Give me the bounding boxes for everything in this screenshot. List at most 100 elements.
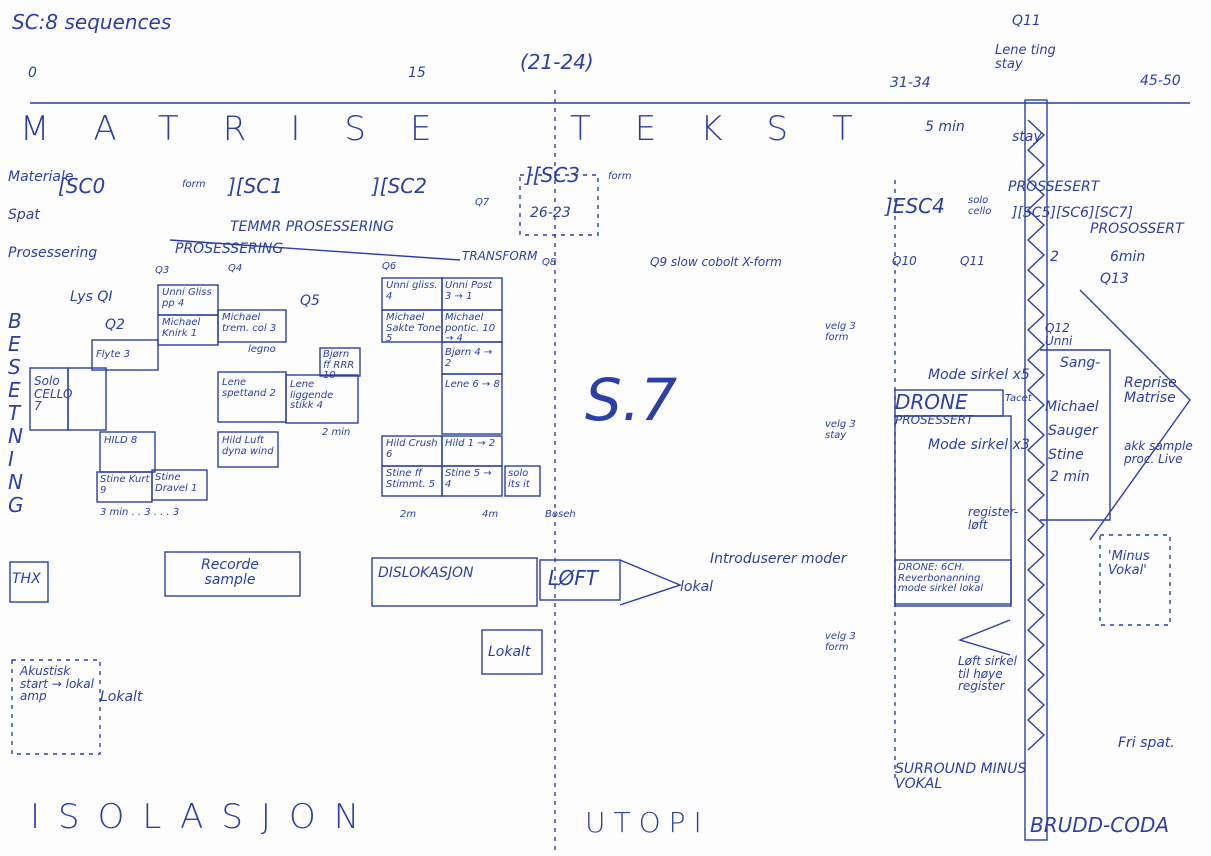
velg-note-2: velg 3 stay [825,419,856,441]
section-matrise: MATRISE [20,109,476,149]
block-stine-2: Stine 5 → 4 [445,468,492,490]
block-solo-itsit: solo its it [508,468,530,490]
block-michael-sakte: Michael Sakte Tone 5 [386,312,441,344]
scene-sc5-7: ][SC5][SC6][SC7] [1012,205,1133,221]
block-michael-knirk: Michael Knirk 1 [162,317,201,339]
scene-sc4-note: solo cello [968,195,992,217]
fri-spat-label: Fri spat. [1118,735,1175,751]
hatched-column [1024,99,1048,841]
drone-6ch: DRONE: 6CH. Reverbonanning mode sirkel l… [898,562,984,594]
scene-sc3: ][SC3 [525,163,580,187]
section-tekst: TEKST [570,109,897,149]
row-label-prosessering: Prosessering [8,245,98,261]
sauger-label: Sauger [1048,423,1098,439]
row-label-spat: Spat [8,207,40,223]
block-hild: HILD 8 [104,435,138,446]
cue-q3: Q3 [155,265,170,276]
stine-label: Stine [1048,447,1084,463]
timeline-tick: 45-50 [1140,73,1181,89]
register-loft: register-løft [968,505,1019,532]
cue-q13: Q13 [1100,271,1129,287]
block-hild-crush: Hild Crush 6 [386,438,438,460]
section-utopi: UTOPI [585,806,710,839]
loft-sirkel-note: Løft sirkel til høye register [958,654,1017,694]
cue-q12: Q12 Unni [1045,321,1073,348]
row-label-materiale: Materiale [8,169,74,185]
cue-q10: Q10 [892,254,917,268]
block-michael-pontic: Michael pontic. 10 → 4 [445,312,496,344]
cue-q5: Q5 [300,293,320,309]
scene-sc0: [SC0 [58,174,106,198]
block-lene-spetted: Lene spettand 2 [222,377,276,399]
block-3min: 3 min . . 3 . . . 3 [100,507,180,518]
block-2m: 2m [400,509,417,520]
scene-sc4: ]ESC4 [885,194,945,218]
akk-sample-note: akk sample proc. Live [1124,439,1193,466]
row-label-besetning: BESETNING [8,309,24,517]
block-unni-post: Unni Post 3 → 1 [445,280,493,302]
dislokasjon-label: DISLOKASJON [378,565,474,581]
akustisk-note: Akustisk start → lokal amp [20,664,94,704]
timeline-tick: 15 [408,65,426,81]
lokal-label: lokal [680,579,714,595]
block-stine-kurt: Stine Kurt 9 [100,474,150,496]
block-4m: 4m [482,509,499,520]
drone-prosessert: PROSESSERT [895,413,974,427]
processing-label-2: PROSESSERING [175,241,284,257]
lokalt-2-label: Lokalt [100,689,143,705]
velg-note-3: velg 3 form [825,631,856,653]
surround-label: SURROUND MINUS VOKAL [895,761,1027,792]
scene-prosessert: PROSOSSERT [1090,221,1184,237]
section-brudd-coda: BRUDD-CODA [1030,813,1170,837]
scene-6min: 6min [1110,249,1146,265]
timeline-tick: 31-34 [890,75,931,91]
minus-vokal-box: 'Minus Vokal' [1108,549,1150,578]
block-boseh: Boseh [545,509,576,520]
reprise-matrise: Reprise Matrise [1124,375,1177,406]
cue-q8: Q8 [542,257,557,268]
processing-label: TEMMR PROSESSERING [230,219,394,235]
loft-label: LØFT [548,566,598,590]
cue-q7: Q7 [475,197,490,208]
hatching [1026,119,1046,751]
scene-5min: 5 min [925,119,965,135]
block-2min: 2 min [322,427,351,438]
block-flyte: Flyte 3 [96,349,131,360]
block-bjorn: Bjørn ff RRR 10 [323,349,355,381]
cue-q9: Q9 slow cobolt X-form [650,255,782,269]
mode-sirkel-x5: Mode sirkel x5 [928,367,1030,383]
cue-q1: Lys QI [70,289,113,305]
block-lene-liggende: Lene liggende stikk 4 [290,379,334,411]
lokalt-label: Lokalt [488,644,531,660]
sang-label: Sang- [1060,355,1101,371]
block-lene-2: Lene 6 → 8 [445,379,500,390]
scene-stay: stay [1012,129,1042,145]
block-hild-dyno: Hild Luft dyna wind [222,435,274,457]
tacet-label: Tacet [1005,393,1032,404]
section-isolasjon: ISOLASJON [30,797,378,837]
velg-note-1: velg 3 form [825,321,856,343]
block-stine-dravel: Stine Dravel 1 [155,472,198,494]
scene-sc3-range: 26-23 [530,205,571,221]
mode-sirkel-x3: Mode sirkel x3 [928,437,1030,453]
scene-sc2: ][SC2 [372,174,427,198]
scene-form-2: form [608,171,632,182]
timeline-tick: Q11 [1012,13,1041,29]
block-michael-trem: Michael trem. col 3 [222,312,277,334]
cue-q2: Q2 [105,317,125,333]
drone-label: DRONE [895,390,968,414]
scene-2: 2 [1050,249,1059,265]
processing-arrow [169,239,461,261]
introduserer-note: Introduserer moder [710,551,847,567]
scene-prosessert-top: PROSSESERT [1008,179,1100,195]
transform-label: TRANSFORM [462,249,538,263]
scene-form: form [182,179,206,190]
section-s7: S.7 [585,366,678,434]
timeline-tick: 0 [28,65,37,81]
michael-label: Michael [1045,399,1099,415]
lene-note: Lene ting stay [995,43,1056,72]
block-bjorn-2: Bjørn 4 → 2 [445,347,493,369]
timeline-tick: (21-24) [520,50,594,74]
recorde-sample: Recorde sample [201,557,259,588]
